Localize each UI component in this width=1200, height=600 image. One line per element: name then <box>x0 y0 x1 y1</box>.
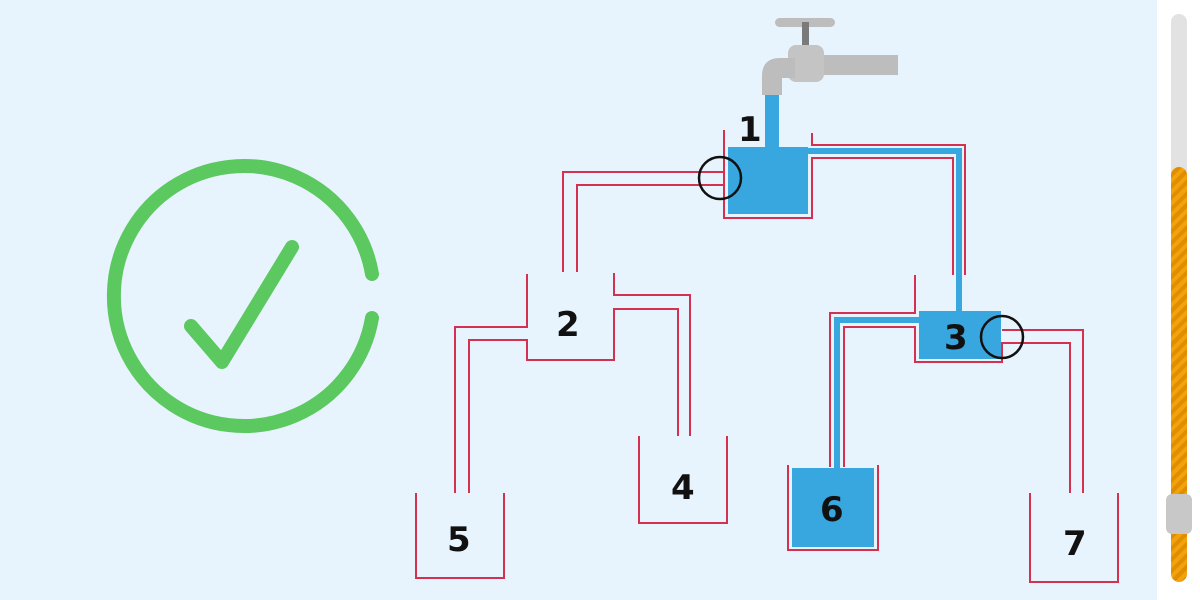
faucet-icon[interactable] <box>762 18 898 147</box>
tank-1-label: 1 <box>738 110 762 150</box>
tank-5: 5 <box>415 493 505 579</box>
tank-1-left-valve[interactable] <box>697 155 743 201</box>
tank-4-label: 4 <box>671 468 695 508</box>
level-progress-bar <box>1171 14 1187 582</box>
level-progress-knob[interactable] <box>1166 493 1192 534</box>
tank-2: 2 <box>454 273 691 493</box>
tank-7: 7 <box>1029 493 1119 583</box>
tank-6: 6 <box>787 465 879 551</box>
tank-5-label: 5 <box>447 520 471 560</box>
tank-7-label: 7 <box>1063 524 1087 564</box>
tank-3-right-valve[interactable] <box>979 314 1025 360</box>
tank-6-label: 6 <box>820 490 844 530</box>
water-flow <box>808 148 962 468</box>
tank-3-label: 3 <box>944 318 968 358</box>
level-progress-fill <box>1171 167 1187 582</box>
checkmark-circle-icon <box>106 159 379 433</box>
tank-1: 1 <box>562 110 966 275</box>
tank-2-label: 2 <box>556 305 580 345</box>
tank-4: 4 <box>638 436 728 524</box>
game-board: 1 2 3 4 5 6 7 <box>0 0 1157 600</box>
